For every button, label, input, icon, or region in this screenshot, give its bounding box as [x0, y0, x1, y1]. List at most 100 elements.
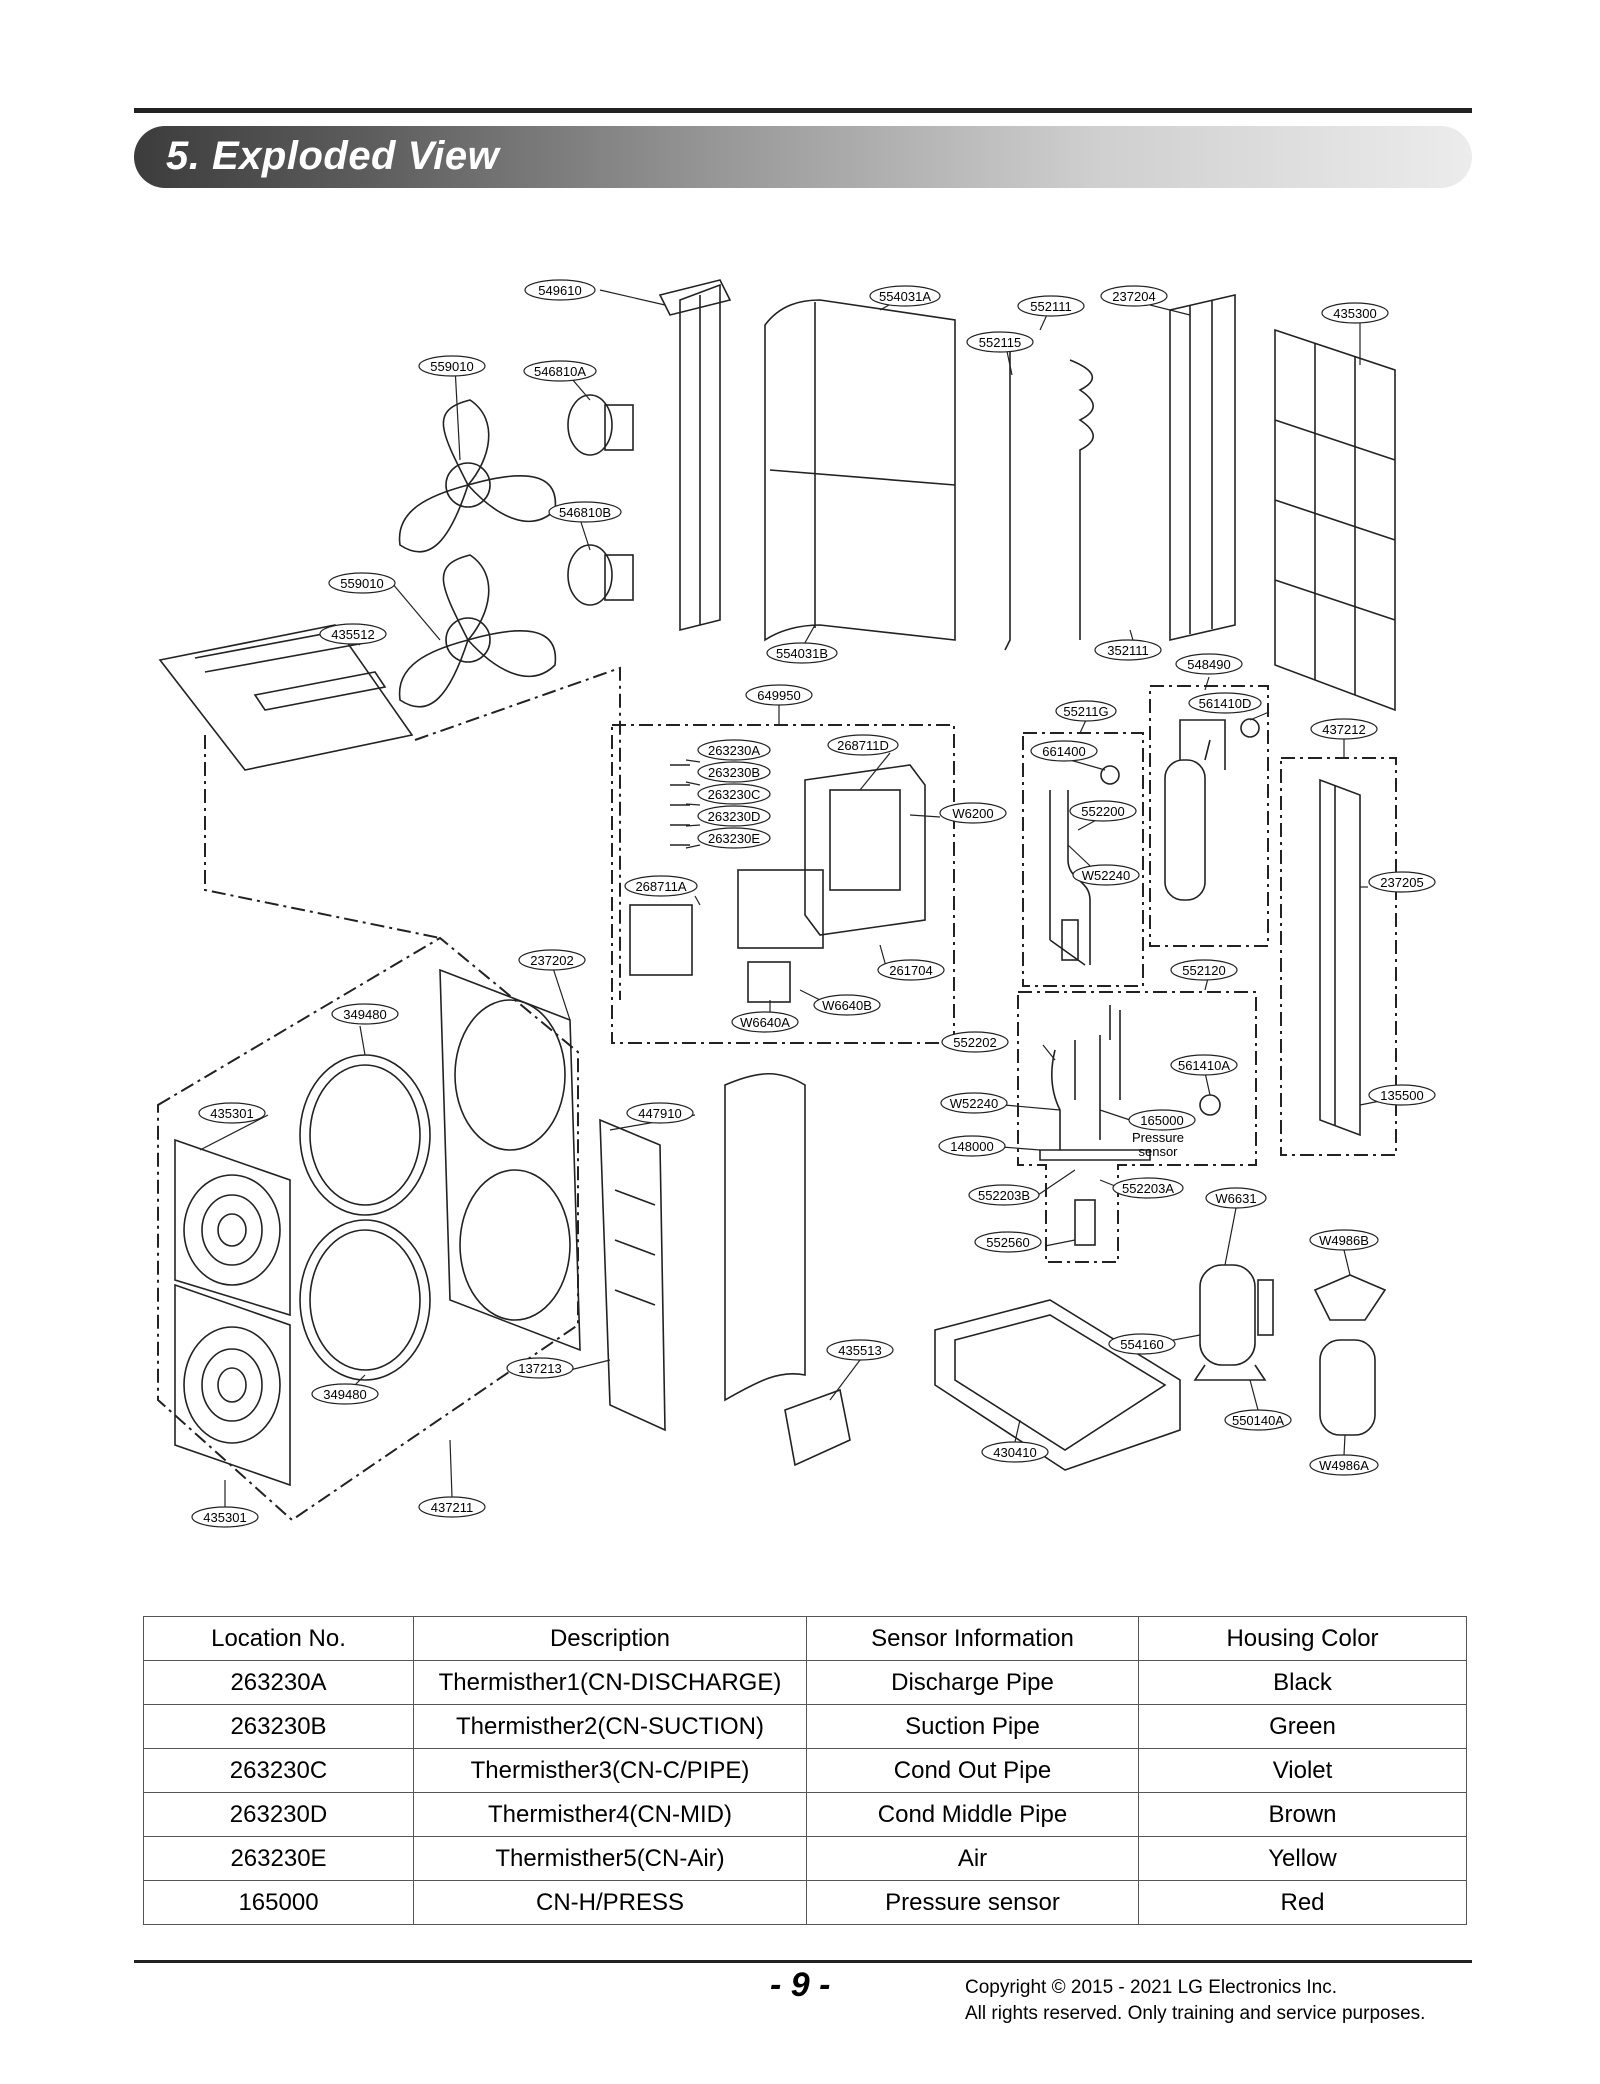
part-label: 352111 — [1094, 639, 1162, 661]
svg-text:W6640A: W6640A — [740, 1015, 790, 1030]
section-title-bar: 5. Exploded View — [134, 126, 1472, 188]
svg-text:552111: 552111 — [1030, 299, 1071, 314]
part-label: 263230D — [697, 805, 771, 827]
group-box-55211G — [1022, 732, 1144, 987]
part-label: 437212 — [1310, 718, 1378, 740]
svg-text:W6640B: W6640B — [822, 998, 872, 1013]
svg-text:546810A: 546810A — [534, 364, 586, 379]
part-label: 263230E — [697, 827, 771, 849]
part-label: 237205 — [1368, 871, 1436, 893]
cell-sensor: Air — [806, 1836, 1139, 1881]
refrigerant-tubes — [1004, 340, 1094, 651]
cell-sensor: Suction Pipe — [806, 1704, 1139, 1749]
cell-color: Yellow — [1138, 1836, 1467, 1881]
svg-text:W52240: W52240 — [1082, 868, 1130, 883]
part-label: 561410A — [1170, 1054, 1238, 1076]
part-label: 649950 — [745, 684, 813, 706]
part-label: 435513 — [826, 1339, 894, 1361]
svg-text:437212: 437212 — [1322, 722, 1365, 737]
part-label: W6631 — [1205, 1187, 1267, 1209]
four-way-valve-assembly — [1039, 1005, 1221, 1246]
svg-text:447910: 447910 — [638, 1106, 681, 1121]
svg-text:435301: 435301 — [210, 1106, 253, 1121]
svg-text:559010: 559010 — [430, 359, 473, 374]
page-number: - 9 - — [770, 1966, 831, 2004]
side-panel-front — [599, 1118, 666, 1432]
part-label: W4986A — [1309, 1454, 1379, 1476]
part-label: 263230B — [697, 761, 771, 783]
front-panel — [439, 968, 581, 1352]
cell-color: Black — [1138, 1660, 1467, 1705]
cell-location: 263230D — [143, 1792, 414, 1837]
part-label: 554160 — [1108, 1333, 1176, 1355]
cell-description: Thermisther3(CN-C/PIPE) — [413, 1748, 807, 1793]
bottom-rule — [134, 1960, 1472, 1963]
compressor — [1193, 1264, 1274, 1381]
svg-text:135500: 135500 — [1380, 1088, 1423, 1103]
col-description: Description — [413, 1616, 807, 1661]
part-label: 546810A — [523, 360, 597, 382]
svg-text:435512: 435512 — [331, 627, 374, 642]
part-label: W6640B — [813, 994, 881, 1016]
part-label: 437211 — [418, 1496, 486, 1518]
svg-text:435513: 435513 — [838, 1343, 881, 1358]
part-label: 349480 — [311, 1383, 379, 1405]
part-label: 552120 — [1170, 959, 1238, 981]
part-label: 550140A — [1224, 1409, 1292, 1431]
svg-text:561410A: 561410A — [1178, 1058, 1230, 1073]
svg-text:W6200: W6200 — [952, 806, 993, 821]
part-label: 55211G — [1055, 700, 1117, 722]
svg-text:437211: 437211 — [431, 1500, 473, 1515]
svg-text:263230C: 263230C — [708, 787, 761, 802]
top-rule — [134, 108, 1472, 113]
svg-text:268711D: 268711D — [837, 738, 889, 753]
cell-sensor: Discharge Pipe — [806, 1660, 1139, 1705]
orifice-ring-upper — [299, 1054, 431, 1216]
fan-motor-upper — [567, 394, 634, 456]
copyright-notice: Copyright © 2015 - 2021 LG Electronics I… — [965, 1975, 1425, 2027]
cell-location: 263230E — [143, 1836, 414, 1881]
svg-text:268711A: 268711A — [635, 879, 686, 894]
svg-text:263230B: 263230B — [708, 765, 760, 780]
cell-sensor: Cond Out Pipe — [806, 1748, 1139, 1793]
svg-text:552203A: 552203A — [1122, 1181, 1174, 1196]
cell-color: Green — [1138, 1704, 1467, 1749]
svg-text:W6631: W6631 — [1215, 1191, 1256, 1206]
front-grille-lower — [174, 1283, 291, 1487]
part-label: 261704 — [877, 959, 945, 981]
copyright-line2: All rights reserved. Only training and s… — [965, 2003, 1426, 2024]
svg-text:237204: 237204 — [1112, 289, 1155, 304]
table-row: 263230B Thermisther2(CN-SUCTION) Suction… — [143, 1704, 1467, 1749]
svg-text:435301: 435301 — [203, 1510, 246, 1525]
part-label: 349480 — [331, 1003, 399, 1025]
svg-text:349480: 349480 — [323, 1387, 366, 1402]
svg-text:137213: 137213 — [518, 1361, 561, 1376]
col-sensor-information: Sensor Information — [806, 1616, 1139, 1661]
part-label: 435301 — [198, 1102, 266, 1124]
part-label: 263230A — [697, 739, 771, 761]
part-label: 552111 — [1017, 295, 1085, 317]
group-box-437212 — [1280, 757, 1397, 1156]
part-label: 546810B — [548, 501, 622, 523]
part-label: 148000 — [938, 1135, 1006, 1157]
part-label: 561410D — [1188, 692, 1262, 714]
condenser-coil — [764, 299, 956, 642]
part-label: 552115 — [966, 331, 1034, 353]
svg-text:559010: 559010 — [340, 576, 383, 591]
side-panel-right — [1319, 778, 1361, 1137]
table-row: 263230C Thermisther3(CN-C/PIPE) Cond Out… — [143, 1748, 1467, 1793]
part-label: W4986B — [1309, 1229, 1379, 1251]
svg-text:552202: 552202 — [953, 1035, 996, 1050]
part-label: 549610 — [524, 279, 596, 301]
cell-location: 263230C — [143, 1748, 414, 1793]
compressor-cover — [1313, 1274, 1387, 1436]
cell-sensor: Pressure sensor — [806, 1880, 1139, 1925]
part-label: 552203B — [968, 1184, 1040, 1206]
side-grille — [1169, 293, 1236, 642]
fan-lower — [398, 554, 557, 708]
svg-text:W4986B: W4986B — [1319, 1233, 1369, 1248]
group-box-649950 — [611, 724, 955, 1044]
fan-upper — [398, 399, 557, 553]
svg-text:263230A: 263230A — [708, 743, 760, 758]
copyright-line1: Copyright © 2015 - 2021 LG Electronics I… — [965, 1977, 1338, 1998]
